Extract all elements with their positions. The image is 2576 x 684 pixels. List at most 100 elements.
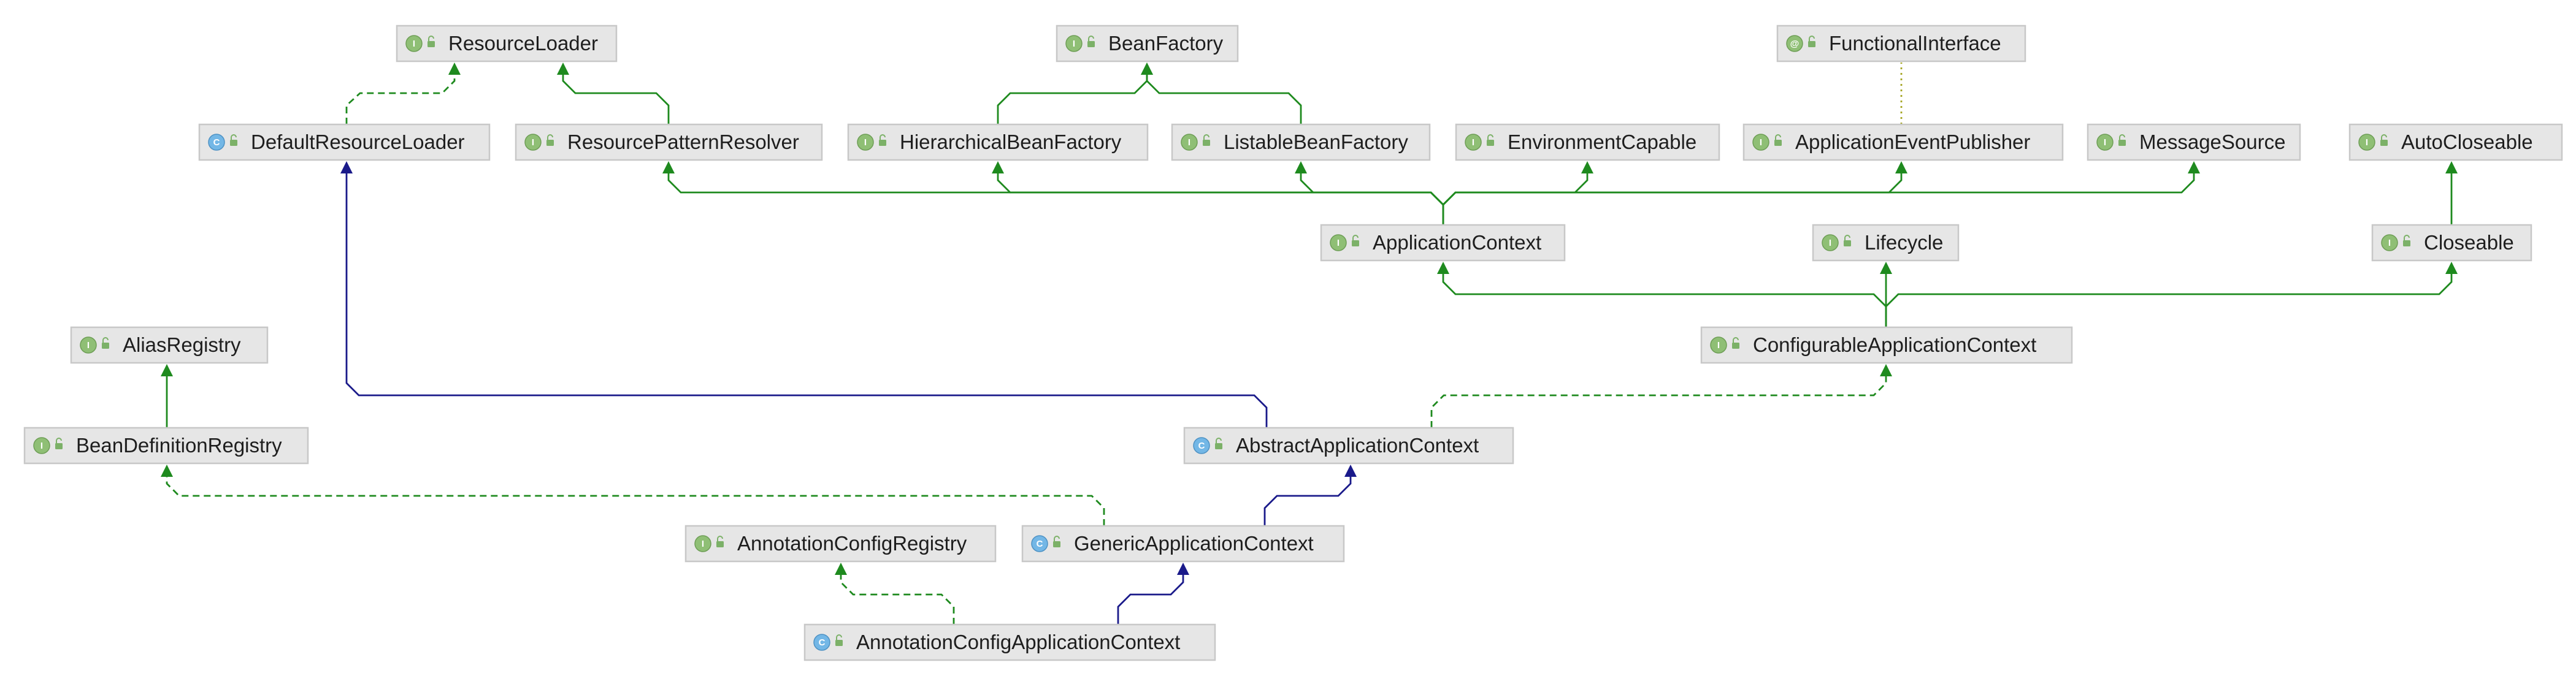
edge-line bbox=[345, 72, 456, 124]
interface-icon: I bbox=[80, 336, 97, 354]
edge-line bbox=[562, 72, 670, 124]
edge-bean-definition-registry-to-alias-registry bbox=[161, 364, 173, 428]
interface-icon: I bbox=[1710, 336, 1727, 354]
arrowhead bbox=[2445, 161, 2458, 173]
node-label: ConfigurableApplicationContext bbox=[1753, 333, 2036, 356]
edge-listable-bean-factory-to-bean-factory bbox=[1141, 63, 1302, 124]
interface-icon: I bbox=[33, 437, 50, 454]
edge-line bbox=[1442, 171, 1903, 225]
arrowhead bbox=[557, 63, 569, 75]
edge-resource-pattern-resolver-to-resource-loader bbox=[557, 63, 670, 124]
svg-text:C: C bbox=[819, 637, 826, 648]
svg-text:C: C bbox=[213, 137, 220, 148]
node-default-resource-loader[interactable]: C DefaultResourceLoader bbox=[198, 123, 491, 161]
node-alias-registry[interactable]: I AliasRegistry bbox=[70, 326, 269, 364]
svg-text:I: I bbox=[864, 137, 867, 148]
svg-text:I: I bbox=[1073, 39, 1075, 49]
visibility-icon bbox=[55, 438, 63, 449]
visibility-icon bbox=[546, 134, 554, 146]
edge-line bbox=[1117, 572, 1184, 625]
node-box bbox=[515, 123, 823, 161]
interface-icon: I bbox=[524, 134, 542, 151]
node-label: BeanDefinitionRegistry bbox=[76, 434, 282, 457]
node-label: ApplicationEventPublisher bbox=[1795, 131, 2030, 153]
node-label: FunctionalInterface bbox=[1829, 32, 2001, 55]
node-label: BeanFactory bbox=[1108, 32, 1224, 55]
edge-configurable-application-context-to-closeable bbox=[1885, 262, 2458, 327]
svg-text:@: @ bbox=[1790, 39, 1800, 49]
visibility-icon bbox=[102, 337, 109, 349]
node-bean-factory[interactable]: I BeanFactory bbox=[1056, 25, 1239, 63]
edge-generic-application-context-to-abstract-application-context bbox=[1263, 465, 1357, 526]
visibility-icon bbox=[1487, 134, 1494, 146]
node-label: ResourceLoader bbox=[448, 32, 598, 55]
svg-text:I: I bbox=[1188, 137, 1190, 148]
class-icon: C bbox=[1193, 437, 1210, 454]
edge-line bbox=[1442, 171, 2195, 225]
svg-text:I: I bbox=[1472, 137, 1474, 148]
visibility-icon bbox=[716, 536, 724, 547]
svg-text:C: C bbox=[1198, 441, 1205, 451]
arrowhead bbox=[161, 465, 173, 477]
node-label: DefaultResourceLoader bbox=[251, 131, 465, 153]
node-hierarchical-bean-factory[interactable]: I HierarchicalBeanFactory bbox=[847, 123, 1149, 161]
edge-line bbox=[997, 72, 1148, 124]
edge-abstract-application-context-to-configurable-application-context bbox=[1430, 364, 1892, 428]
node-label: Closeable bbox=[2424, 231, 2514, 254]
edge-line bbox=[667, 171, 1444, 225]
node-bean-definition-registry[interactable]: I BeanDefinitionRegistry bbox=[23, 427, 309, 465]
node-label: HierarchicalBeanFactory bbox=[900, 131, 1122, 153]
edge-line bbox=[1442, 171, 1589, 225]
interface-icon: I bbox=[1465, 134, 1482, 151]
interface-icon: I bbox=[2096, 134, 2114, 151]
node-label: ApplicationContext bbox=[1373, 231, 1541, 254]
visibility-icon bbox=[2118, 134, 2126, 146]
visibility-icon bbox=[1808, 36, 1815, 47]
node-box bbox=[1742, 123, 2064, 161]
svg-text:I: I bbox=[40, 441, 43, 451]
visibility-icon bbox=[1053, 536, 1060, 547]
edge-line bbox=[997, 171, 1444, 225]
node-box bbox=[1021, 525, 1345, 563]
edge-line bbox=[840, 572, 955, 625]
svg-text:I: I bbox=[2366, 137, 2368, 148]
interface-icon: I bbox=[1330, 234, 1347, 251]
edge-line bbox=[1146, 72, 1302, 124]
node-label: AliasRegistry bbox=[123, 333, 241, 356]
edge-application-context-to-message-source bbox=[1442, 161, 2200, 225]
svg-text:I: I bbox=[1717, 340, 1720, 351]
visibility-icon bbox=[1774, 134, 1782, 146]
interface-icon: I bbox=[694, 535, 711, 552]
edge-line bbox=[166, 474, 1105, 526]
node-application-context[interactable]: I ApplicationContext bbox=[1320, 224, 1566, 262]
visibility-icon bbox=[2403, 235, 2410, 246]
edge-abstract-application-context-to-default-resource-loader bbox=[340, 161, 1268, 428]
node-configurable-application-context[interactable]: I ConfigurableApplicationContext bbox=[1700, 326, 2073, 364]
edge-line bbox=[345, 171, 1268, 428]
visibility-icon bbox=[1352, 235, 1359, 246]
interface-icon: I bbox=[1181, 134, 1198, 151]
arrowhead bbox=[1437, 262, 1449, 274]
visibility-icon bbox=[1215, 438, 1222, 449]
node-box bbox=[1171, 123, 1431, 161]
arrowhead bbox=[340, 161, 353, 173]
edges-layer bbox=[161, 63, 2458, 625]
visibility-icon bbox=[1844, 235, 1851, 246]
arrowhead bbox=[161, 364, 173, 376]
node-functional-interface[interactable]: @ FunctionalInterface bbox=[1776, 25, 2026, 63]
class-icon: C bbox=[1031, 535, 1048, 552]
